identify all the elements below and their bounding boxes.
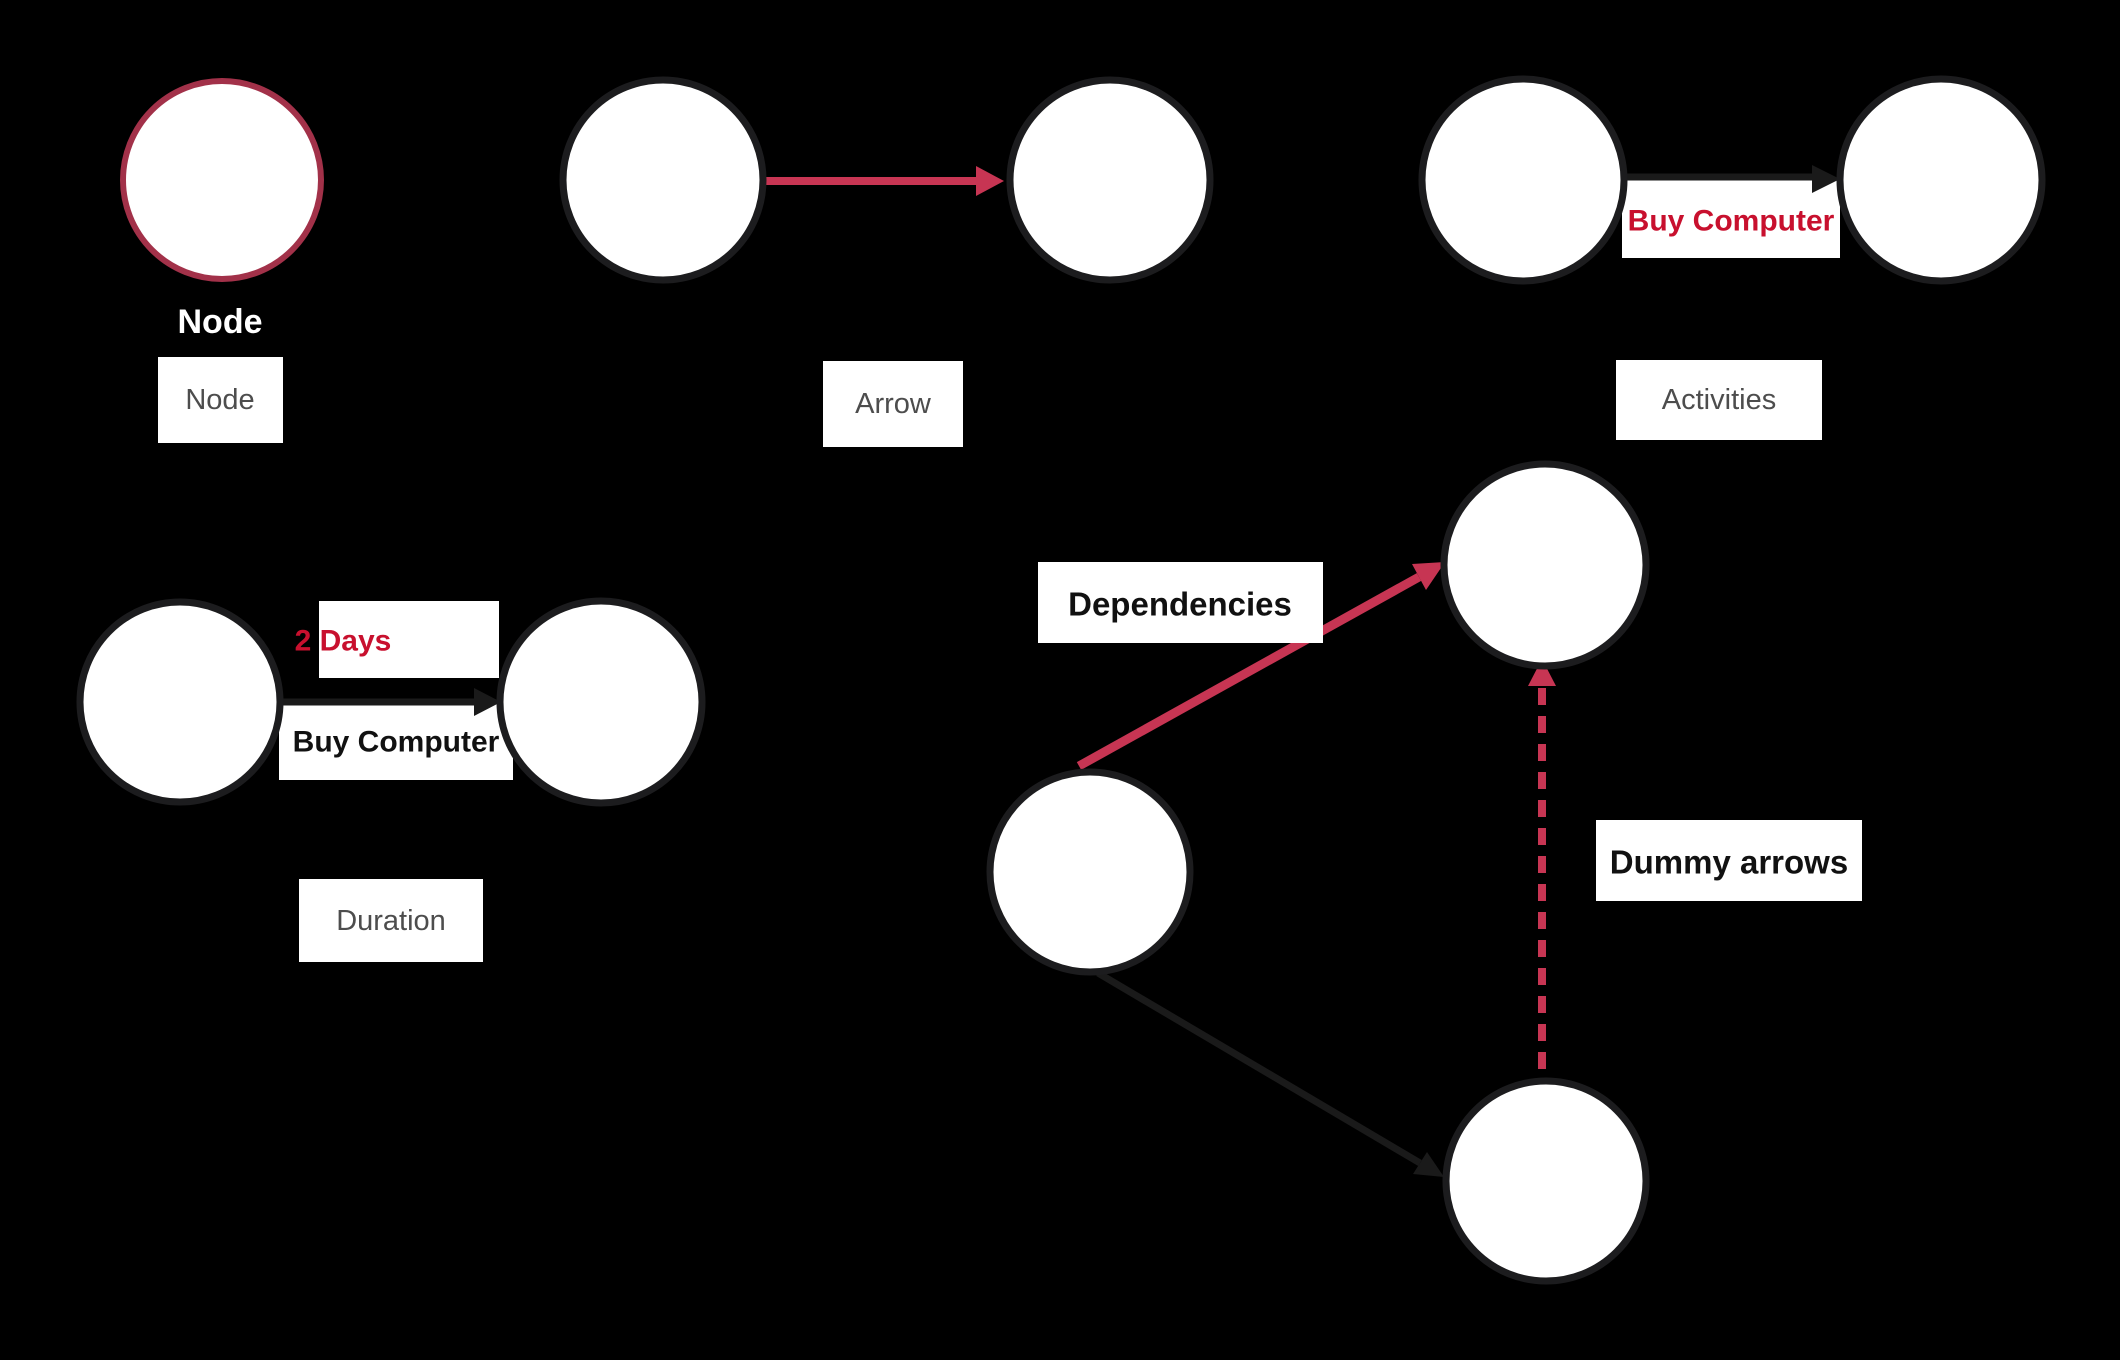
activity-name-text: Buy Computer	[1628, 205, 1835, 238]
duration-label-box	[299, 879, 483, 962]
crimson-arrowhead-icon	[1528, 659, 1556, 686]
black-arrowhead-icon	[1812, 165, 1840, 193]
black-arrowhead-icon	[1413, 1152, 1444, 1177]
dummy-arrows-label-box	[1596, 820, 1862, 901]
arrows	[281, 165, 1840, 1177]
node-label-box	[158, 357, 283, 443]
dependency-left-circle	[986, 768, 1194, 976]
activities-left-circle	[1418, 75, 1628, 285]
legend-label-boxes: Node Arrow Activities Duration Buy Compu…	[158, 180, 1862, 962]
black-diagonal-arrow	[1096, 969, 1444, 1177]
dependency-bottom-circle	[1442, 1077, 1650, 1285]
dependencies-caption: Dependencies	[1038, 562, 1323, 643]
activities-black-arrow	[1624, 165, 1840, 193]
activity-name-box	[1622, 180, 1840, 258]
duration-right-circle	[496, 597, 706, 807]
black-arrowhead-icon	[474, 688, 501, 716]
dependencies-label: Dependencies	[1068, 586, 1292, 623]
dummy-dashed-arrow	[1528, 659, 1556, 1078]
activities-label: Activities	[1662, 384, 1776, 416]
activities-right-circle	[1836, 75, 2046, 285]
node-label: Node	[185, 384, 254, 416]
duration-black-arrow	[281, 688, 501, 716]
arrow-left-circle	[559, 76, 767, 284]
activities-label-box	[1616, 360, 1822, 440]
crimson-arrowhead-icon	[1412, 562, 1445, 590]
duration-value-box	[319, 601, 499, 678]
crimson-arrowhead-icon	[976, 166, 1004, 196]
arrow-label-box	[823, 361, 963, 447]
dependency-arrow	[1076, 562, 1445, 770]
duration-activity-text: Buy Computer	[293, 726, 500, 759]
duration-label: Duration	[336, 905, 446, 937]
nodes	[76, 75, 2046, 1285]
arrow-right-circle	[1006, 76, 1214, 284]
duration-value-text: 2 Days	[295, 625, 392, 658]
crimson-arrow	[765, 166, 1004, 196]
arrow-label: Arrow	[855, 388, 932, 420]
dependencies-label-box	[1038, 562, 1323, 643]
dummy-arrows-label: Dummy arrows	[1610, 844, 1848, 881]
dependency-top-circle	[1440, 460, 1650, 670]
duration-left-circle	[76, 598, 284, 806]
node-caption: Node	[178, 303, 263, 341]
node-circle-crimson	[120, 78, 324, 282]
